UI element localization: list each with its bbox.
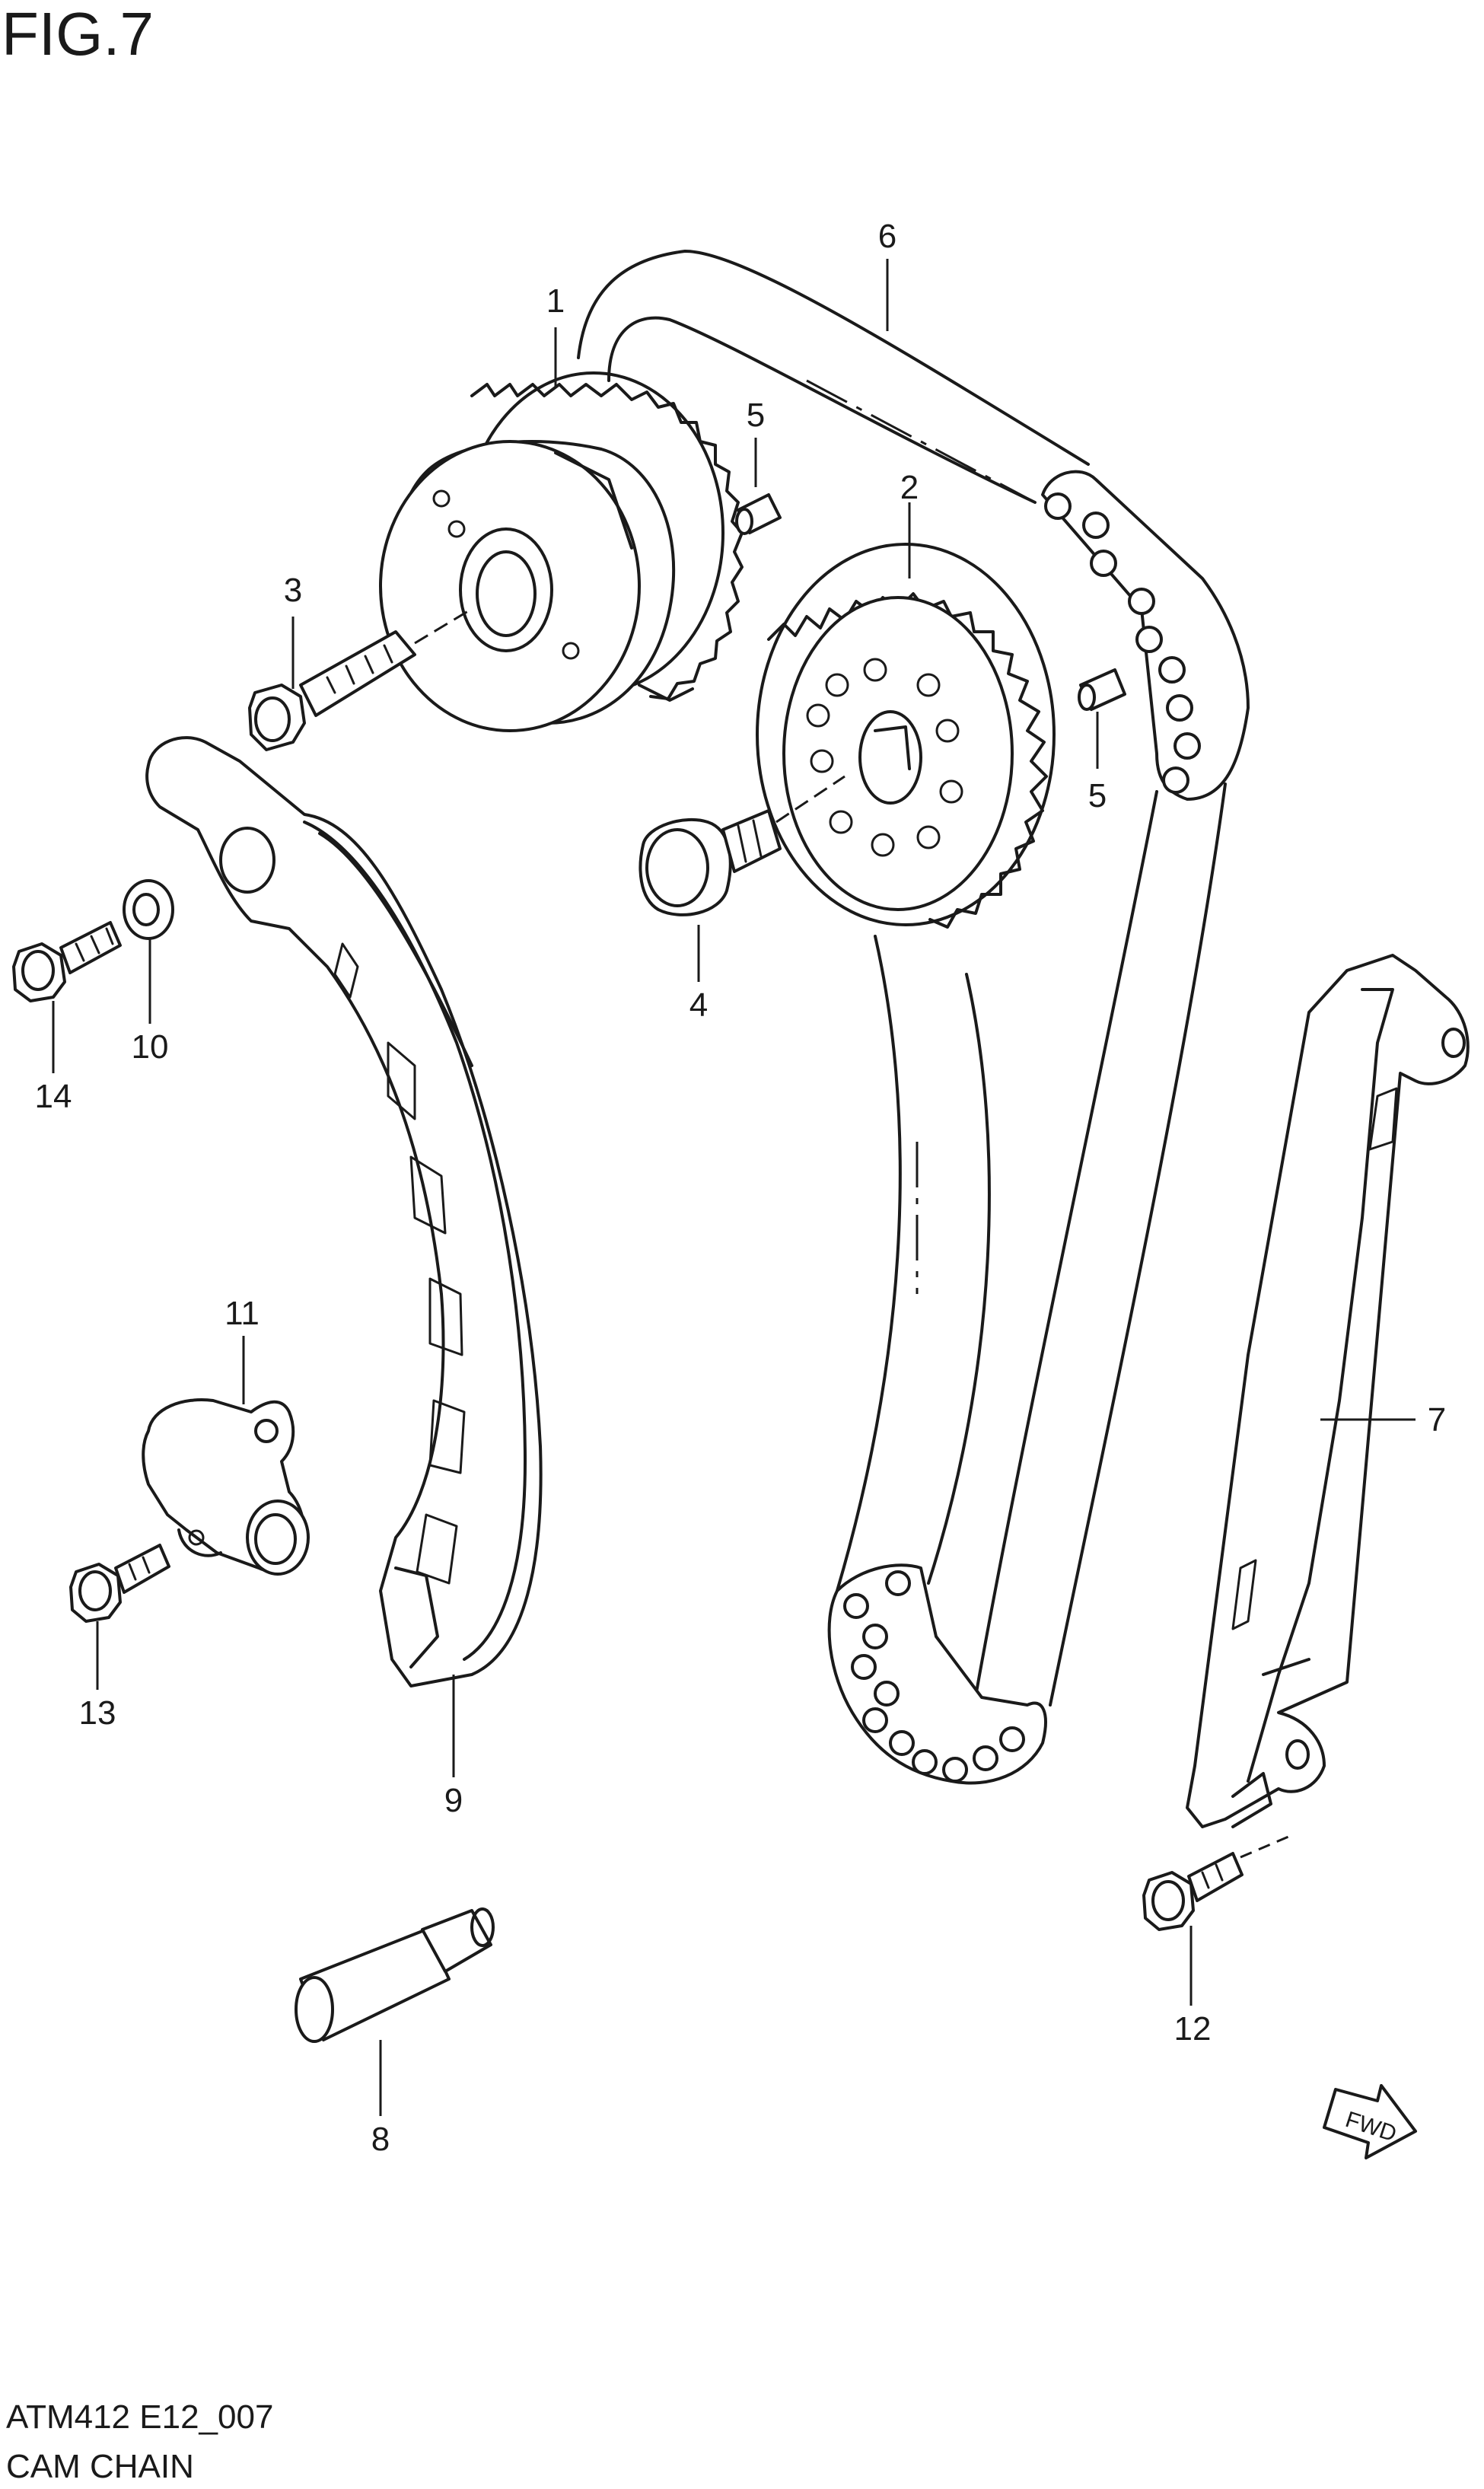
callout-1: 1 (546, 282, 565, 320)
callout-8: 8 (371, 2121, 390, 2158)
chain-tensioner-guide (145, 736, 543, 1687)
callout-5-upper: 5 (747, 397, 765, 434)
callout-2: 2 (900, 469, 919, 506)
bolt-part-14 (12, 921, 122, 1002)
drawing-code: ATM412 E12_007 (6, 2398, 273, 2436)
dowel-pin-upper (735, 493, 782, 535)
callout-labels: 1 2 3 4 5 5 6 7 8 9 10 11 12 13 14 (35, 218, 1447, 2158)
callout-11: 11 (225, 1295, 260, 1332)
chain-links-lower (827, 1563, 1047, 1785)
washer-part-10 (123, 879, 174, 940)
callout-9: 9 (444, 1782, 463, 1819)
bolt-part-13 (69, 1544, 170, 1623)
cam-sprocket-assembly (379, 371, 744, 732)
pin-part-8 (295, 1907, 495, 2043)
bolt-part-12 (1142, 1833, 1295, 1931)
callout-7: 7 (1428, 1401, 1446, 1439)
callout-3: 3 (284, 572, 302, 609)
cam-chain (577, 250, 1250, 1785)
callout-13: 13 (79, 1694, 116, 1732)
tensioner-part-11 (142, 1398, 310, 1576)
callout-12: 12 (1174, 2010, 1212, 2048)
callout-5-lower: 5 (1088, 777, 1107, 814)
dowel-pin-lower (1078, 668, 1126, 711)
section-title: CAM CHAIN (6, 2448, 194, 2485)
callout-10: 10 (132, 1028, 169, 1066)
chain-guide-part-7 (1186, 954, 1470, 1828)
chain-links-upper (1041, 470, 1250, 801)
callout-6: 6 (878, 218, 896, 255)
callout-14: 14 (35, 1078, 72, 1115)
bolt-part-3 (248, 607, 473, 751)
forward-direction-arrow: FWD (1323, 2084, 1417, 2159)
cam-sprocket-part-2 (756, 543, 1056, 929)
callout-leaders (52, 259, 1416, 2116)
bolt-part-4 (639, 775, 845, 916)
callout-4: 4 (689, 986, 708, 1024)
figure-title: FIG.7 (2, 0, 154, 68)
